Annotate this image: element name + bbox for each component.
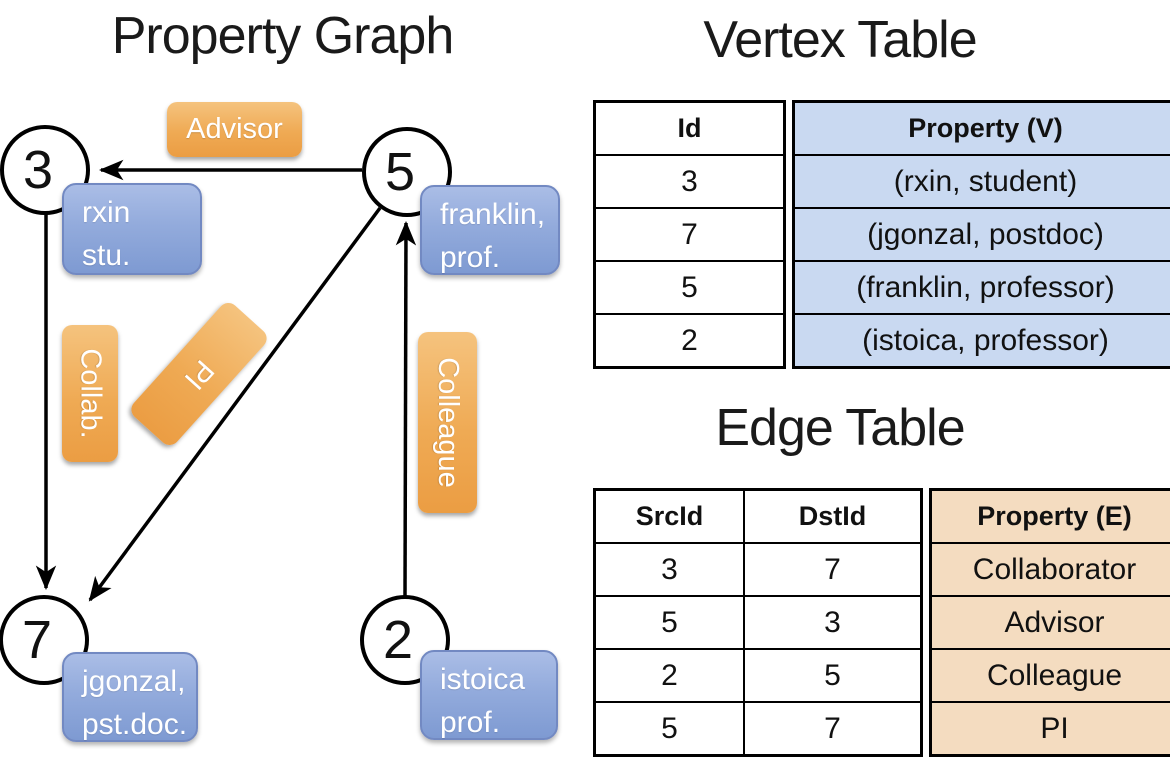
vertex-property-line: franklin, (440, 198, 546, 231)
table-row: (jgonzal, postdoc) (792, 207, 1170, 262)
edge-label-text: Colleague (432, 357, 465, 488)
edge-table: SrcId DstId 3 7 5 3 2 5 5 7 Property (E) (593, 488, 1170, 757)
node-id-label: 3 (22, 140, 54, 200)
header-cell-srcid: SrcId (593, 488, 745, 544)
header-cell-property-e: Property (E) (929, 488, 1170, 544)
cell-property: PI (929, 701, 1170, 757)
vertex-property-box-rxin: rxin stu. (62, 183, 202, 275)
vertex-property-box-istoica: istoica prof. (420, 650, 558, 740)
cell-property: (jgonzal, postdoc) (792, 207, 1170, 262)
cell-property: Advisor (929, 595, 1170, 650)
table-row: Advisor (929, 595, 1170, 650)
table-row: 3 (593, 154, 786, 209)
edge-label-text: Collab. (74, 348, 107, 439)
header-cell-property-v: Property (V) (792, 100, 1170, 156)
edge-table-property-column: Property (E) Collaborator Advisor Collea… (929, 488, 1170, 757)
edge-label-text: Advisor (186, 113, 283, 145)
property-graph-title: Property Graph (111, 7, 455, 65)
cell-dstid: 5 (743, 648, 923, 703)
table-row: 3 7 (593, 542, 923, 597)
graph-edges-layer (35, 159, 417, 602)
table-row: 5 (593, 260, 786, 315)
table-header-row: Id (593, 100, 786, 156)
vertex-property-line: istoica (440, 663, 526, 696)
cell-srcid: 5 (593, 595, 745, 650)
node-id-label: 2 (382, 610, 414, 670)
cell-property: Collaborator (929, 542, 1170, 597)
vertex-property-line: prof. (440, 240, 501, 274)
table-row: 2 (593, 313, 786, 369)
cell-id: 5 (593, 260, 786, 315)
cell-id: 7 (593, 207, 786, 262)
vertex-property-box-jgonzal: jgonzal, pst.doc. (62, 652, 198, 742)
node-id-label: 5 (384, 142, 416, 202)
table-row: 2 5 (593, 648, 923, 703)
cell-srcid: 2 (593, 648, 745, 703)
vertex-property-line: pst.doc. (82, 707, 188, 741)
table-row: (istoica, professor) (792, 313, 1170, 369)
header-cell-dstid: DstId (743, 488, 923, 544)
vertex-property-line: prof. (440, 705, 501, 739)
cell-property: (franklin, professor) (792, 260, 1170, 315)
graph-node-5: 5 (362, 127, 452, 217)
cell-srcid: 5 (593, 701, 745, 757)
cell-dstid: 7 (743, 542, 923, 597)
cell-id: 3 (593, 154, 786, 209)
vertex-property-line: jgonzal, (82, 665, 186, 698)
cell-dstid: 7 (743, 701, 923, 757)
vertex-property-line: rxin (82, 196, 131, 229)
cell-srcid: 3 (593, 542, 745, 597)
edge-table-id-columns: SrcId DstId 3 7 5 3 2 5 5 7 (593, 488, 923, 757)
vertex-table-property-column: Property (V) (rxin, student) (jgonzal, p… (792, 100, 1170, 369)
node-id-label: 7 (21, 610, 53, 670)
table-header-row: Property (E) (929, 488, 1170, 544)
edge-label-text: PI (178, 353, 221, 396)
edge-table-title: Edge Table (715, 399, 965, 457)
graph-node-2: 2 (360, 595, 450, 685)
table-header-row: SrcId DstId (593, 488, 923, 544)
table-row: 7 (593, 207, 786, 262)
edge-colleague-arrow (395, 220, 417, 597)
edge-label-colleague: Colleague (418, 332, 477, 513)
vertex-table-title: Vertex Table (703, 11, 977, 69)
edge-label-collab: Collab. (62, 325, 118, 462)
vertex-table: Id 3 7 5 2 Property (V) (rxin, student) … (593, 100, 1170, 369)
table-header-row: Property (V) (792, 100, 1170, 156)
table-row: 5 7 (593, 701, 923, 757)
header-cell-id: Id (593, 100, 786, 156)
vertex-property-box-franklin: franklin, prof. (420, 185, 560, 275)
table-row: PI (929, 701, 1170, 757)
cell-property: (rxin, student) (792, 154, 1170, 209)
edge-label-advisor: Advisor (167, 102, 302, 157)
table-row: (franklin, professor) (792, 260, 1170, 315)
table-row: Colleague (929, 648, 1170, 703)
table-row: (rxin, student) (792, 154, 1170, 209)
vertex-property-line: stu. (82, 238, 131, 272)
vertex-table-id-column: Id 3 7 5 2 (593, 100, 786, 369)
cell-dstid: 3 (743, 595, 923, 650)
cell-property: (istoica, professor) (792, 313, 1170, 369)
edge-pi-arrow (88, 206, 382, 602)
cell-property: Colleague (929, 648, 1170, 703)
table-row: Collaborator (929, 542, 1170, 597)
cell-id: 2 (593, 313, 786, 369)
table-row: 5 3 (593, 595, 923, 650)
